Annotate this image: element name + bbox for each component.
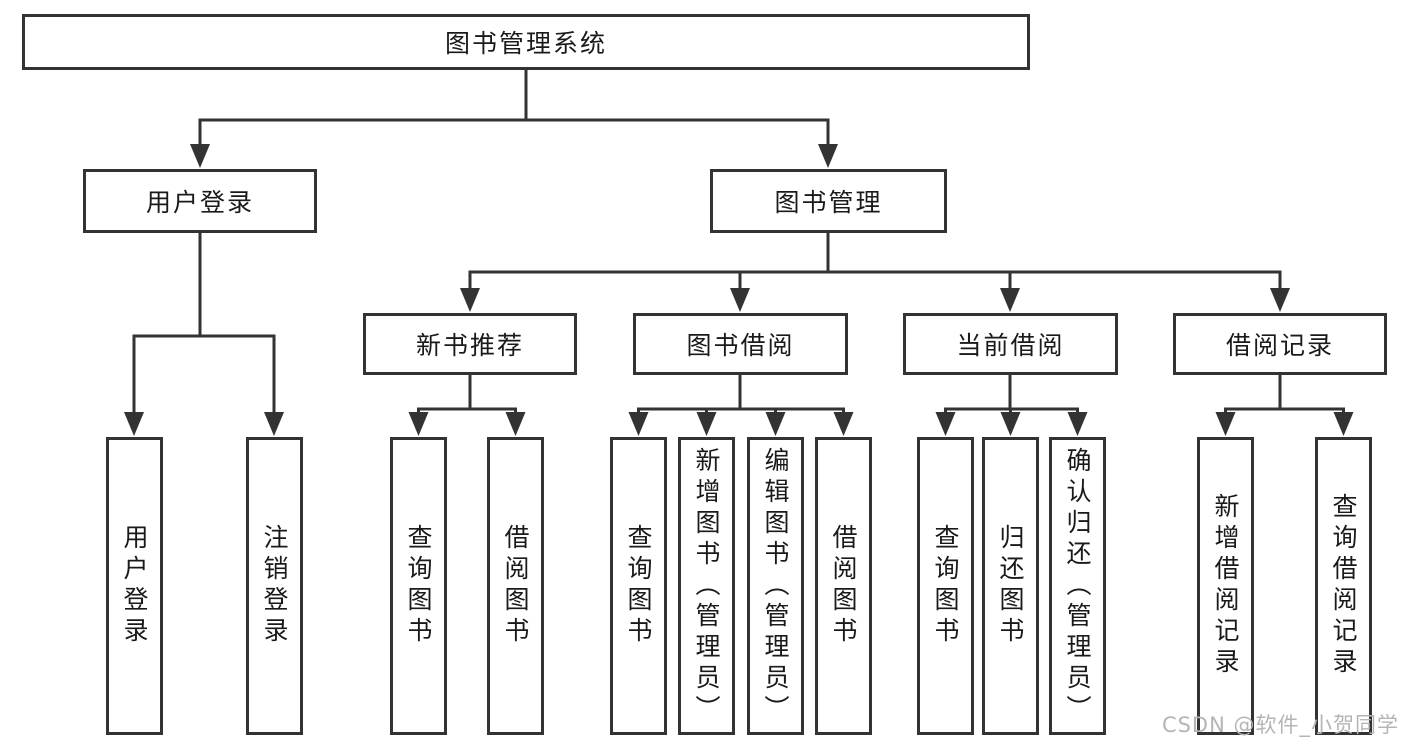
leaf-borrow-books: 借阅图书	[815, 437, 872, 735]
arrowhead	[765, 412, 786, 436]
leaf-user-login: 用户登录	[106, 437, 163, 735]
leaf-edit-books-admin: 编辑图书（管理员）	[747, 437, 804, 735]
node-label: 查询图书	[931, 524, 960, 648]
arrowhead	[1000, 288, 1020, 312]
leaf-query-borrow-record: 查询借阅记录	[1315, 437, 1372, 735]
arrowhead	[1215, 412, 1236, 436]
leaf-add-books-admin: 新增图书（管理员）	[678, 437, 735, 735]
csdn-watermark: CSDN @软件_小贺同学	[1161, 713, 1399, 737]
node-current-borrowing: 当前借阅	[903, 313, 1118, 375]
node-label: 借阅图书	[829, 524, 858, 648]
leaf-add-borrow-record: 新增借阅记录	[1197, 437, 1254, 735]
node-label: 新增借阅记录	[1211, 493, 1240, 679]
node-label: 编辑图书（管理员）	[761, 446, 790, 726]
node-label: 归还图书	[996, 524, 1025, 648]
node-label: 查询图书	[624, 524, 653, 648]
node-label: 查询借阅记录	[1329, 493, 1358, 679]
leaf-confirm-return-admin: 确认归还（管理员）	[1049, 437, 1106, 735]
node-label: 用户登录	[145, 188, 254, 217]
node-label: 注销登录	[260, 524, 289, 648]
leaf-query-books: 查询图书	[610, 437, 667, 735]
arrowhead	[833, 412, 854, 436]
arrowhead	[1067, 412, 1088, 436]
arrowhead	[505, 412, 526, 436]
node-user-login: 用户登录	[83, 169, 317, 233]
node-new-book-recommendation: 新书推荐	[363, 313, 577, 375]
node-label: 新增图书（管理员）	[692, 446, 721, 726]
node-library-management-system: 图书管理系统	[22, 14, 1030, 70]
arrowhead	[264, 412, 284, 436]
arrowhead	[1333, 412, 1354, 436]
leaf-return-books: 归还图书	[982, 437, 1039, 735]
node-label: 借阅图书	[501, 524, 530, 648]
arrowhead	[818, 144, 838, 168]
node-label: 图书管理系统	[444, 29, 607, 58]
node-label: 用户登录	[120, 524, 149, 648]
node-label: 借阅记录	[1225, 331, 1334, 360]
arrowhead	[696, 412, 717, 436]
arrowhead	[124, 412, 144, 436]
node-book-borrowing: 图书借阅	[633, 313, 848, 375]
arrowhead	[408, 412, 429, 436]
node-label: 查询图书	[404, 524, 433, 648]
arrowhead	[190, 144, 210, 168]
node-label: 新书推荐	[415, 331, 524, 360]
node-label: 确认归还（管理员）	[1063, 446, 1092, 726]
node-label: 图书管理	[774, 188, 883, 217]
node-label: 图书借阅	[686, 331, 795, 360]
leaf-logout: 注销登录	[246, 437, 303, 735]
arrowhead	[1270, 288, 1290, 312]
node-borrowing-records: 借阅记录	[1173, 313, 1387, 375]
arrowhead	[460, 288, 480, 312]
arrowhead	[935, 412, 956, 436]
node-book-management: 图书管理	[710, 169, 947, 233]
leaf-query-books: 查询图书	[390, 437, 447, 735]
arrowhead	[1000, 412, 1021, 436]
arrowhead	[628, 412, 649, 436]
arrowhead	[730, 288, 750, 312]
leaf-query-books: 查询图书	[917, 437, 974, 735]
leaf-borrow-books: 借阅图书	[487, 437, 544, 735]
node-label: 当前借阅	[956, 331, 1065, 360]
